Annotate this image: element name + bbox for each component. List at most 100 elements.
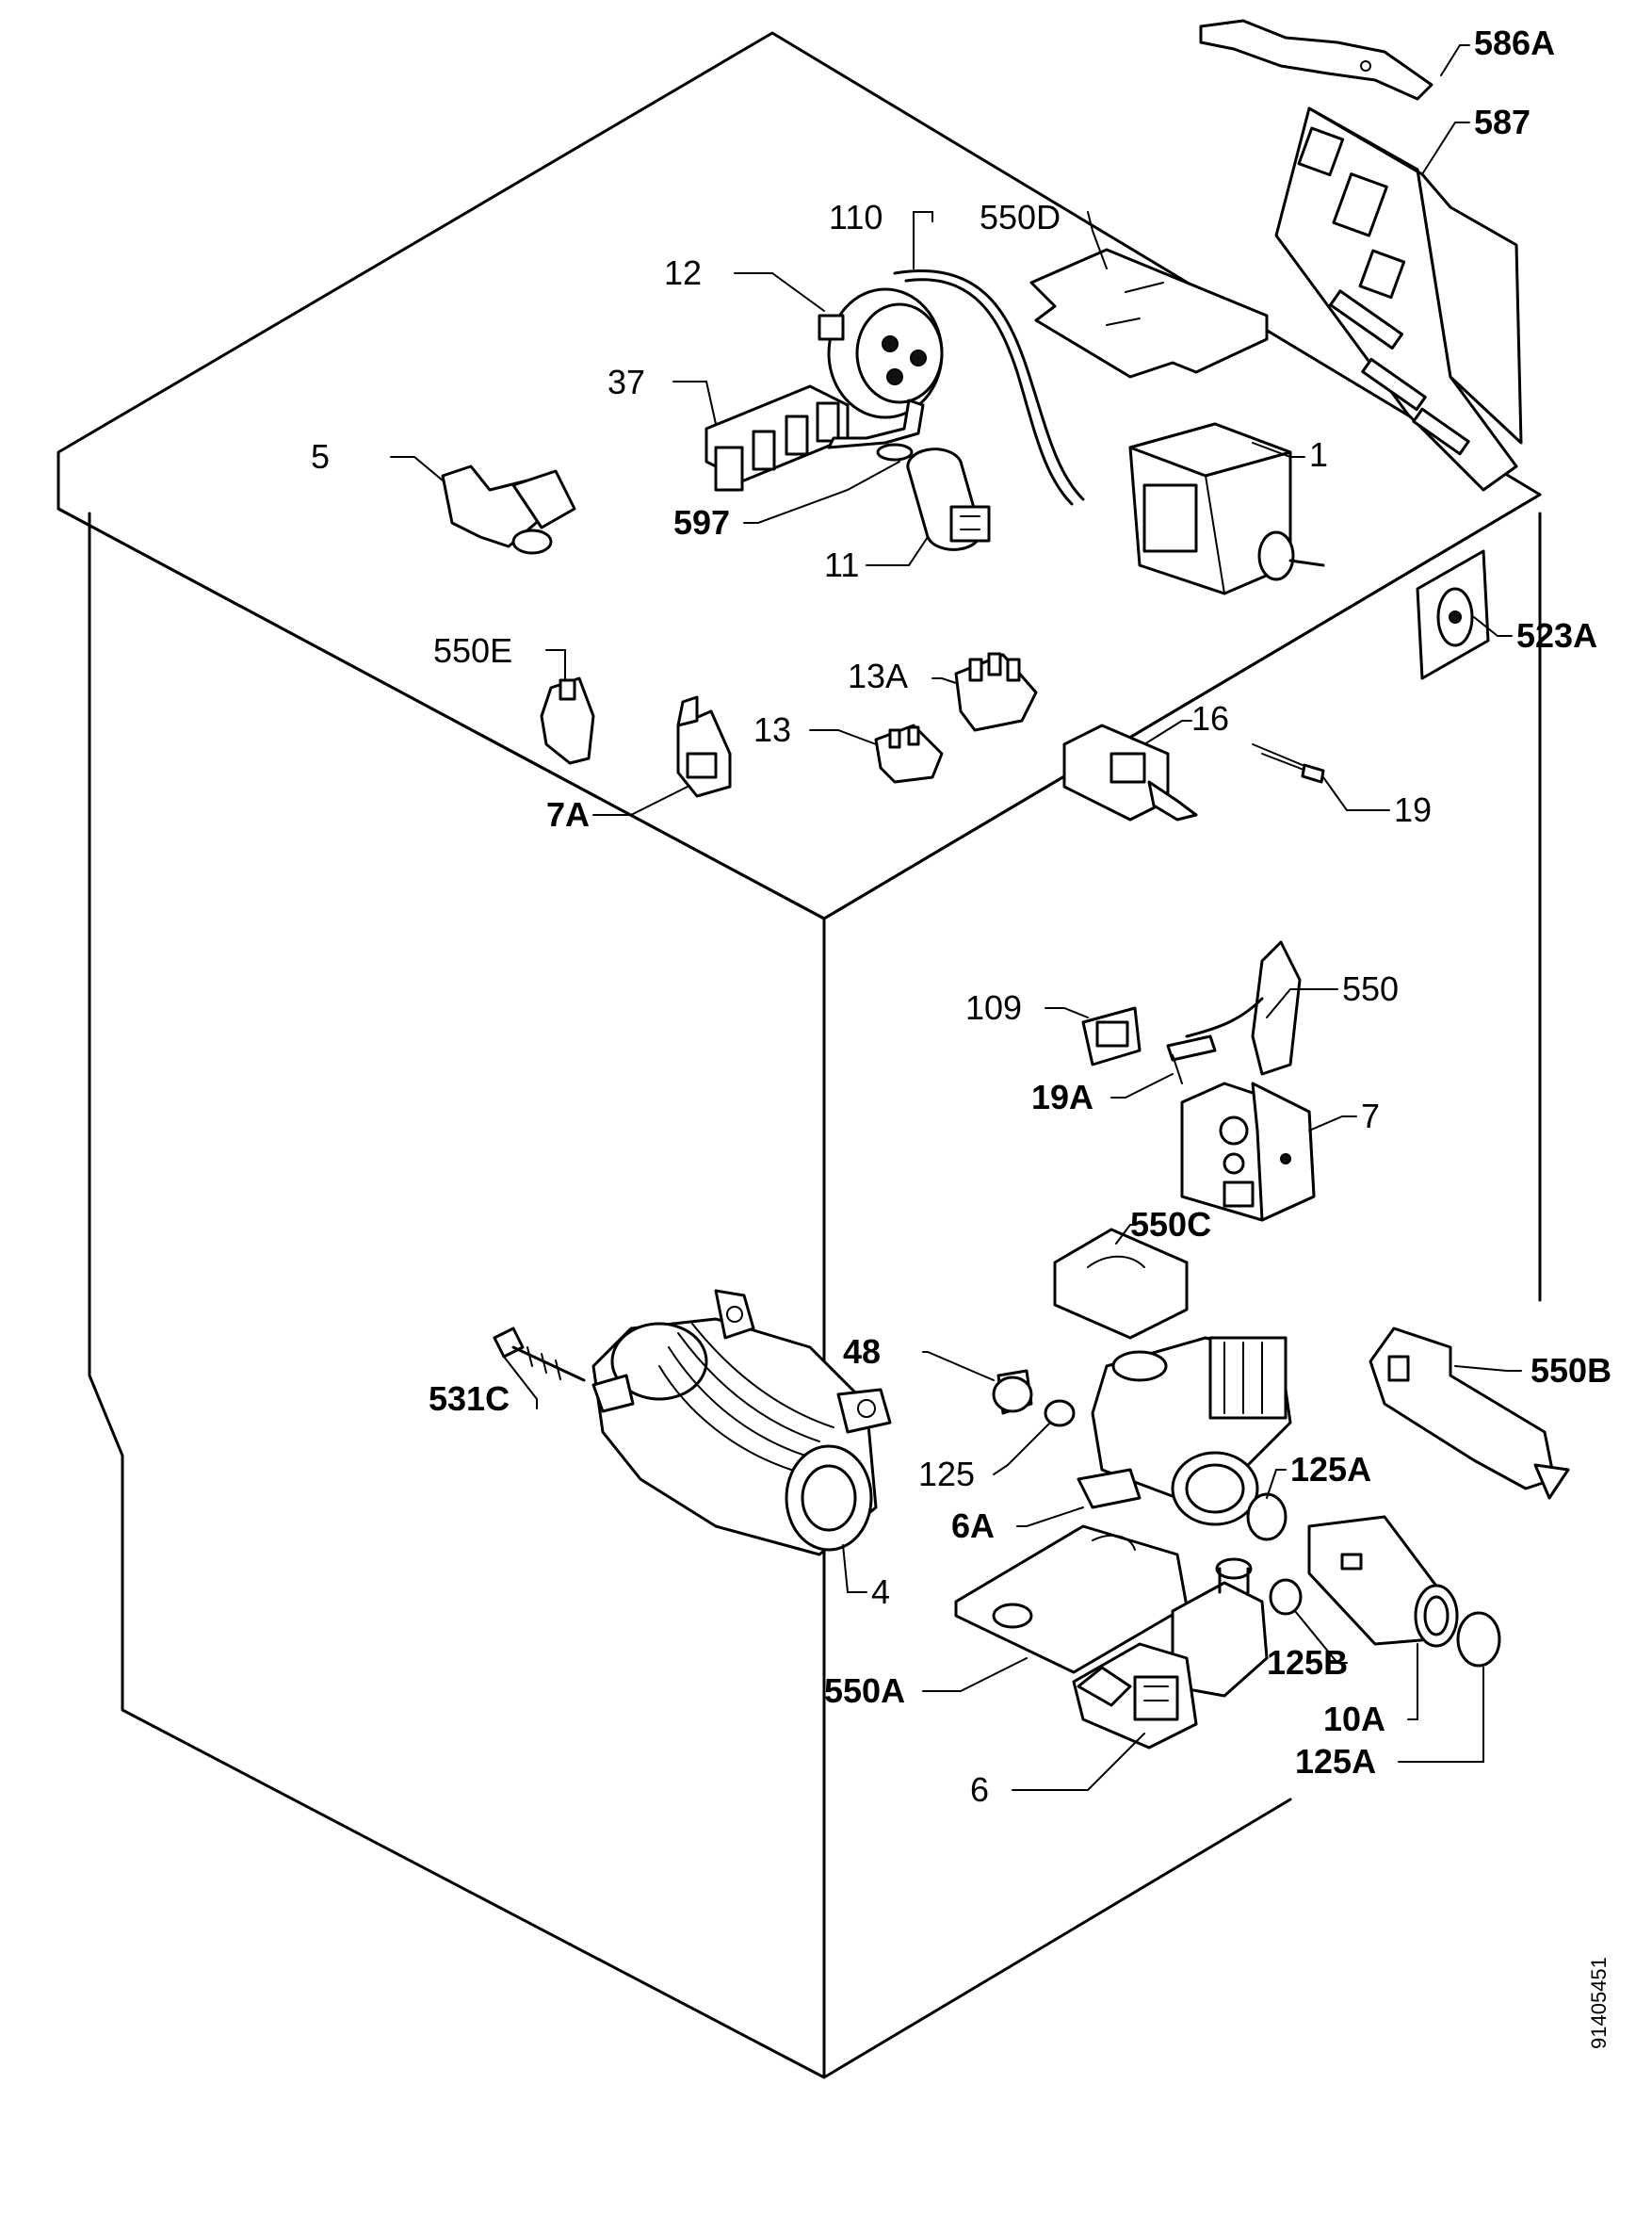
leader-11 — [866, 536, 929, 566]
label-16: 16 — [1191, 699, 1229, 738]
part-1-timer — [1128, 422, 1325, 595]
label-587: 587 — [1474, 103, 1531, 141]
label-550B: 550B — [1531, 1351, 1612, 1390]
part-5-valve — [441, 464, 576, 555]
leader-550D — [1087, 211, 1108, 269]
label-6: 6 — [970, 1770, 989, 1809]
label-110: 110 — [829, 198, 883, 236]
leader-48 — [922, 1351, 995, 1381]
leader-10A — [1407, 1643, 1418, 1720]
leader-125A-lower — [1398, 1667, 1484, 1763]
part-125-gasket — [1044, 1399, 1076, 1427]
part-523A-bracket — [1416, 549, 1490, 680]
leader-13A — [931, 677, 957, 684]
leader-19A — [1110, 1073, 1174, 1099]
leader-110 — [913, 211, 933, 269]
part-531C-screw — [493, 1327, 586, 1382]
leader-125A-upper — [1266, 1469, 1287, 1499]
label-550: 550 — [1342, 969, 1399, 1008]
leader-125B — [1294, 1610, 1348, 1664]
part-37-terminal-block — [705, 384, 850, 492]
leader-6 — [1012, 1733, 1145, 1791]
label-109: 109 — [965, 988, 1022, 1027]
label-550D: 550D — [980, 198, 1061, 236]
label-19: 19 — [1394, 790, 1432, 829]
label-550A: 550A — [824, 1671, 905, 1710]
leader-531C — [503, 1356, 538, 1409]
part-550-wire-bracket — [1166, 940, 1302, 1084]
part-587-control-board — [1274, 106, 1523, 492]
leader-4 — [842, 1544, 867, 1593]
leader-13 — [809, 729, 877, 745]
part-597-clip — [827, 399, 925, 462]
leader-586A — [1440, 44, 1470, 76]
part-6-drain-pump — [1072, 1557, 1269, 1750]
document-number: 91405451 — [1587, 1957, 1611, 2049]
label-13A: 13A — [848, 657, 908, 695]
label-11: 11 — [824, 545, 859, 584]
leader-12 — [734, 272, 825, 312]
part-13-connector — [874, 724, 944, 784]
part-labels: 586A 587 110 550D 12 37 5 597 11 1 523A … — [311, 24, 1612, 1809]
label-586A: 586A — [1474, 24, 1555, 62]
part-586A-bracket — [1199, 19, 1433, 101]
part-110-hose-inner — [904, 278, 1074, 506]
label-37: 37 — [607, 363, 645, 401]
part-13A-connector — [954, 652, 1038, 732]
part-11-capacitor — [906, 448, 991, 551]
leader-16 — [1143, 720, 1192, 745]
leader-19 — [1322, 776, 1390, 811]
label-5: 5 — [311, 437, 330, 476]
part-125A-upper-gasket — [1246, 1492, 1288, 1541]
part-110-hose — [893, 269, 1085, 501]
label-4: 4 — [871, 1572, 890, 1611]
label-523A: 523A — [1516, 616, 1597, 655]
part-10A-hose-connector — [1307, 1515, 1459, 1648]
label-12: 12 — [664, 253, 702, 292]
leader-587 — [1421, 122, 1470, 175]
leader-109 — [1045, 1007, 1089, 1018]
label-125: 125 — [918, 1455, 975, 1493]
leader-5 — [390, 456, 444, 481]
leader-125 — [993, 1422, 1051, 1475]
part-48-sensor — [992, 1369, 1033, 1415]
leader-7 — [1308, 1115, 1357, 1131]
part-16-switch — [1062, 724, 1198, 822]
label-19A: 19A — [1031, 1078, 1093, 1116]
leader-6A — [1016, 1506, 1084, 1527]
label-125B: 125B — [1267, 1643, 1348, 1682]
part-550C-cover — [1053, 1228, 1189, 1340]
label-13: 13 — [753, 710, 791, 749]
leader-7A — [592, 786, 688, 816]
leader-597 — [743, 461, 900, 524]
part-7-thermostat — [1180, 1082, 1316, 1222]
part-550D-cover-sheet — [1029, 248, 1269, 379]
leader-37 — [672, 381, 717, 425]
part-6A-pump-housing — [1077, 1336, 1292, 1526]
label-10A: 10A — [1323, 1700, 1385, 1738]
label-48: 48 — [843, 1332, 881, 1371]
label-597: 597 — [673, 503, 730, 542]
label-6A: 6A — [951, 1506, 995, 1545]
label-550C: 550C — [1130, 1205, 1211, 1244]
part-4-motor — [591, 1289, 892, 1556]
label-7A: 7A — [546, 795, 590, 834]
leader-lines — [390, 44, 1541, 1791]
part-109-cap — [1081, 1006, 1142, 1066]
part-7A-microswitch — [676, 695, 732, 798]
leader-523A — [1473, 616, 1513, 637]
label-125A-lower: 125A — [1295, 1742, 1376, 1781]
label-550E: 550E — [433, 631, 512, 670]
leader-1 — [1252, 442, 1305, 458]
leader-550 — [1266, 988, 1338, 1018]
label-125A-upper: 125A — [1290, 1450, 1371, 1489]
part-19-sensor — [1252, 743, 1325, 784]
cabinet-left-side — [88, 512, 1292, 2079]
leader-550C — [1115, 1224, 1136, 1245]
part-12-pressure-switch — [818, 287, 944, 419]
label-1: 1 — [1309, 435, 1328, 474]
leader-550A — [922, 1657, 1028, 1692]
part-125A-lower-gasket — [1456, 1611, 1501, 1668]
